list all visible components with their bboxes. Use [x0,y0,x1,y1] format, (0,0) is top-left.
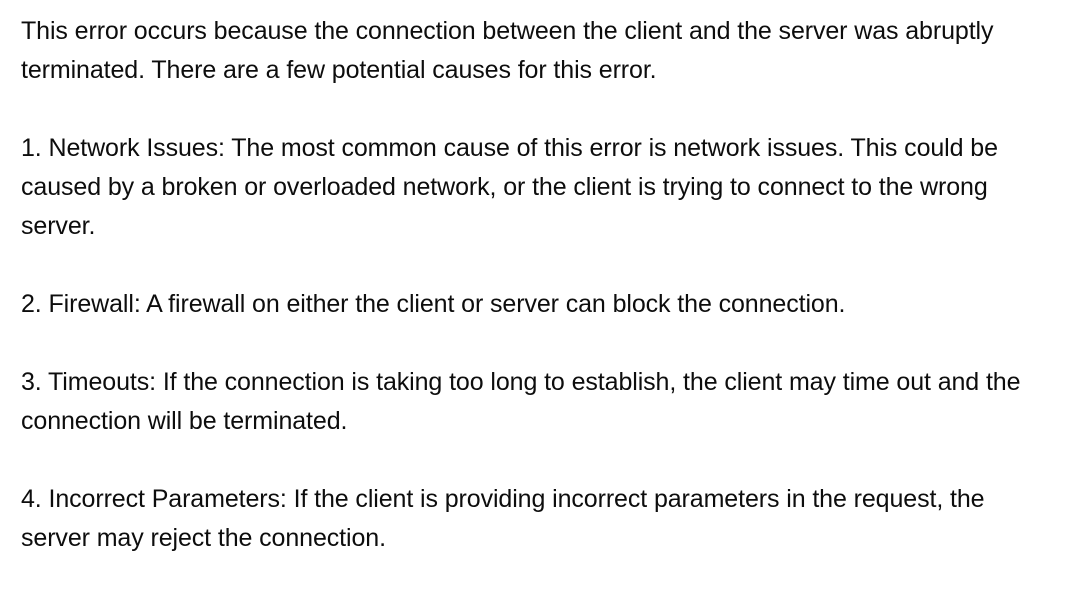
paragraph-intro: This error occurs because the connection… [21,17,994,84]
paragraph-cause-4-incorrect-parameters: 4. Incorrect Parameters: If the client i… [21,485,985,552]
paragraph-cause-2-firewall: 2. Firewall: A firewall on either the cl… [21,290,846,318]
paragraph-cause-1-network-issues: 1. Network Issues: The most common cause… [21,134,998,240]
paragraph-cause-3-timeouts: 3. Timeouts: If the connection is taking… [21,368,1021,435]
answer-text-block: This error occurs because the connection… [0,12,1070,598]
